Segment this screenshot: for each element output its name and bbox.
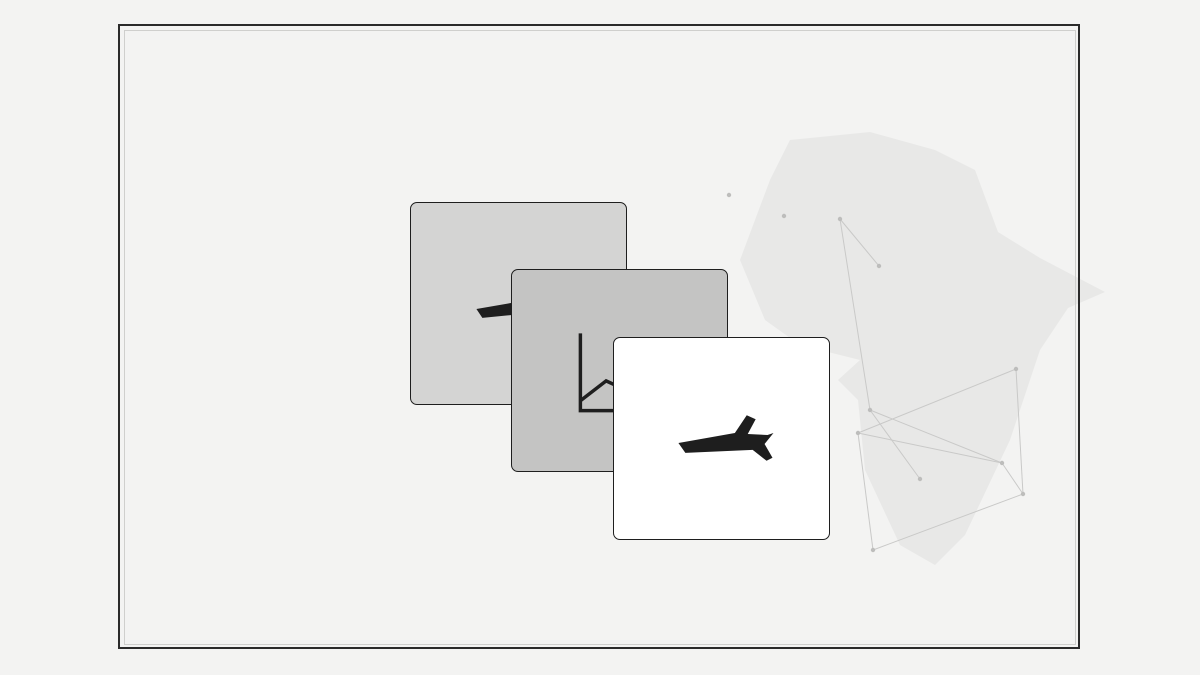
outer-frame: [118, 24, 1080, 649]
map-silhouette: [740, 132, 1105, 565]
network-graph: [839, 218, 1024, 551]
network-nodes: [726, 192, 1026, 553]
airplane-icon: [678, 415, 774, 461]
front-card: [613, 337, 830, 540]
inner-frame: [124, 30, 1076, 645]
